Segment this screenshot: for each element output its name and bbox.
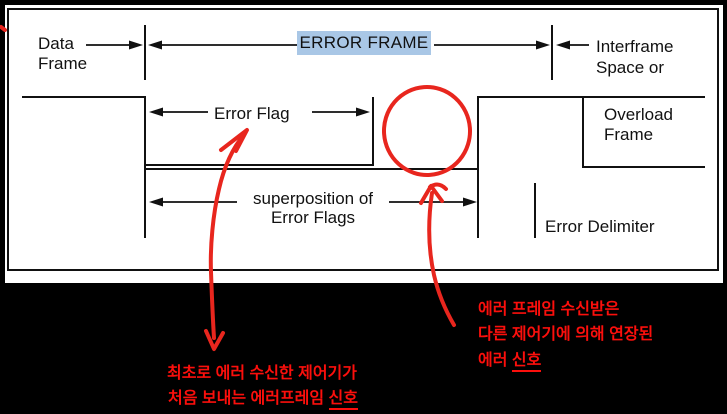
right-note-line3: 에러 신호	[478, 346, 542, 372]
data-frame-label: Data Frame	[38, 34, 87, 74]
interframe-label-line2: Space or	[596, 58, 665, 77]
error-frame-label-text: ERROR FRAME	[299, 33, 429, 52]
left-note-line2-text: 처음 보내는 에러프레임	[168, 390, 329, 407]
red-left-arrowhead-bottom-icon	[204, 329, 225, 351]
right-note-line3-text: 에러	[478, 352, 512, 369]
error-flag-end-edge	[372, 97, 374, 166]
superposition-label-line1: superposition of	[252, 189, 374, 208]
left-note-line2: 처음 보내는 에러프레임 신호	[168, 384, 358, 410]
left-note-underlined-word: 신호	[328, 390, 358, 410]
error-frame-left-boundary-tick	[144, 25, 146, 80]
right-note-line1: 에러 프레임 수신받은	[478, 301, 620, 318]
superposition-end-edge	[477, 96, 479, 238]
interframe-label-line1: Interframe	[596, 37, 674, 56]
data-frame-label-line1: Data	[38, 34, 74, 53]
error-frame-label: ERROR FRAME	[297, 31, 431, 55]
error-flag-start-edge	[144, 96, 146, 238]
diagram-border	[7, 8, 719, 271]
error-delimiter-tick	[534, 183, 536, 238]
overload-box-bottom-line	[582, 166, 705, 168]
superposition-label: superposition of Error Flags	[242, 189, 384, 227]
superposition-label-line2: Error Flags	[270, 208, 356, 227]
right-note-line2: 다른 제어기에 의해 연장된	[478, 326, 654, 343]
data-frame-high-level-line	[22, 96, 144, 98]
overload-frame-label-line2: Frame	[604, 125, 654, 144]
superposition-bottom-line	[144, 168, 479, 170]
right-note-underlined-word: 신호	[511, 352, 542, 372]
overload-frame-label-line1: Overload	[604, 105, 673, 124]
delimiter-high-level-line	[477, 96, 705, 98]
overload-box-left-edge	[582, 96, 584, 168]
error-delimiter-label: Error Delimiter	[545, 217, 655, 236]
overload-frame-label: Overload Frame	[604, 105, 673, 145]
data-frame-label-line2: Frame	[38, 54, 88, 73]
error-frame-right-boundary-tick	[551, 25, 553, 80]
error-flag-label: Error Flag	[214, 104, 290, 123]
error-flag-bottom-line	[144, 164, 374, 166]
interframe-label: Interframe Space or	[596, 36, 673, 78]
left-note-line1: 최초로 에러 수신한 제어기가	[167, 365, 357, 382]
